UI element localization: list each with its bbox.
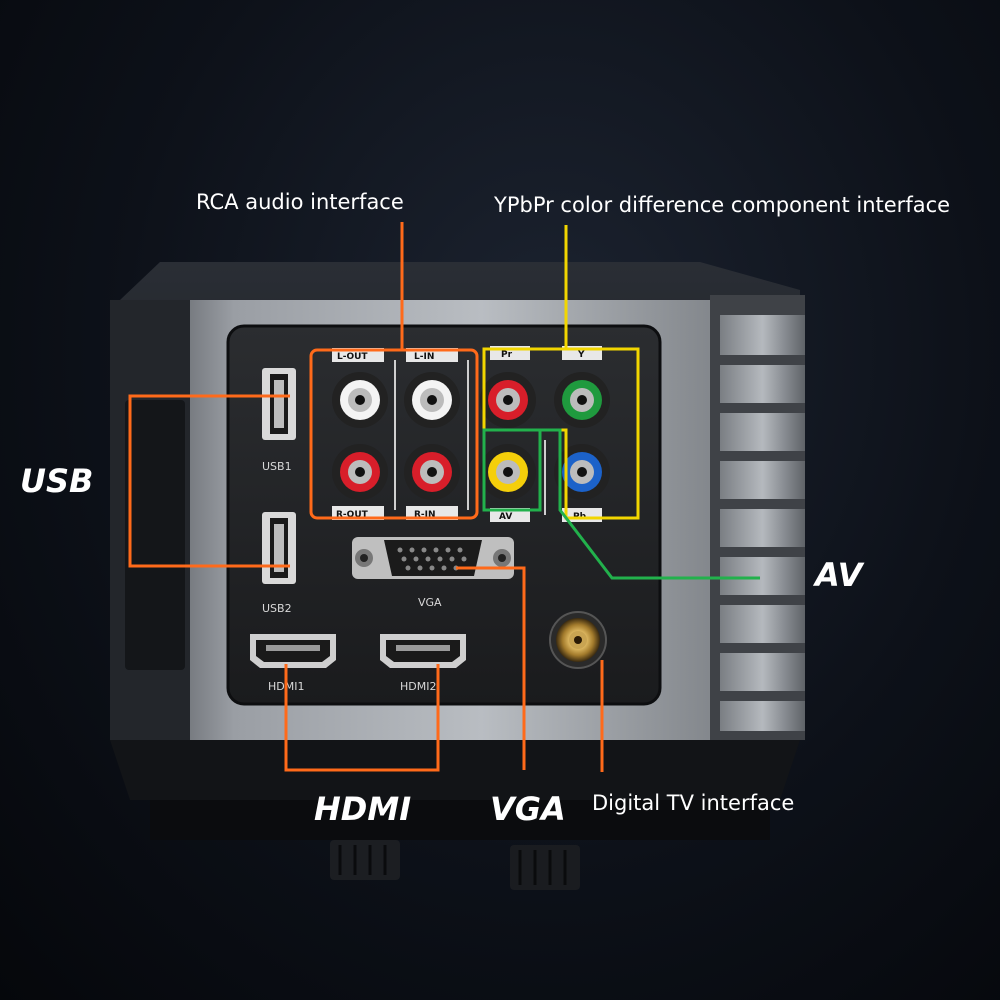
rca-l-in-jack	[404, 372, 460, 428]
vent-fins	[710, 295, 805, 740]
usb2-port	[262, 512, 296, 584]
usb-bracket	[128, 394, 290, 568]
projector-base	[110, 740, 800, 800]
rca-l-out-jack	[332, 372, 388, 428]
av-port-label: AV	[499, 512, 512, 522]
foot-right	[510, 845, 580, 890]
r-in-label: R-IN	[414, 510, 436, 520]
vga-leader	[456, 566, 526, 770]
av-box	[482, 428, 542, 512]
digital-tv-callout: Digital TV interface	[592, 791, 795, 815]
pr-label: Pr	[501, 350, 513, 360]
pr-jack	[480, 372, 536, 428]
av-callout: AV	[815, 556, 863, 594]
digital-tv-port	[549, 611, 607, 669]
rca-r-in-jack	[404, 444, 460, 500]
pb-jack	[554, 444, 610, 500]
usb-callout: USB	[20, 462, 94, 500]
y-jack	[554, 372, 610, 428]
hdmi2-port	[380, 634, 466, 668]
hdmi-bracket	[284, 664, 440, 772]
y-label: Y	[577, 350, 585, 360]
foot-left	[330, 840, 400, 880]
usb2-label: USB2	[262, 602, 292, 615]
vga-callout: VGA	[490, 790, 566, 828]
rca-r-out-jack	[332, 444, 388, 500]
rca-audio-box	[309, 348, 479, 520]
vga-label: VGA	[418, 596, 442, 609]
usb1-label: USB1	[262, 460, 292, 473]
l-out-label: L-OUT	[337, 352, 368, 362]
usb1-port	[262, 368, 296, 440]
hdmi1-port	[250, 634, 336, 668]
rca-audio-callout: RCA audio interface	[196, 190, 404, 214]
vga-port	[352, 537, 514, 579]
hdmi-callout: HDMI	[314, 790, 412, 828]
r-out-label: R-OUT	[336, 510, 369, 520]
ypbpr-callout: YPbPr color difference component interfa…	[494, 193, 951, 217]
hdmi2-label: HDMI2	[400, 680, 436, 693]
av-leader	[540, 428, 760, 580]
av-jack	[480, 444, 536, 500]
l-in-label: L-IN	[414, 352, 434, 362]
